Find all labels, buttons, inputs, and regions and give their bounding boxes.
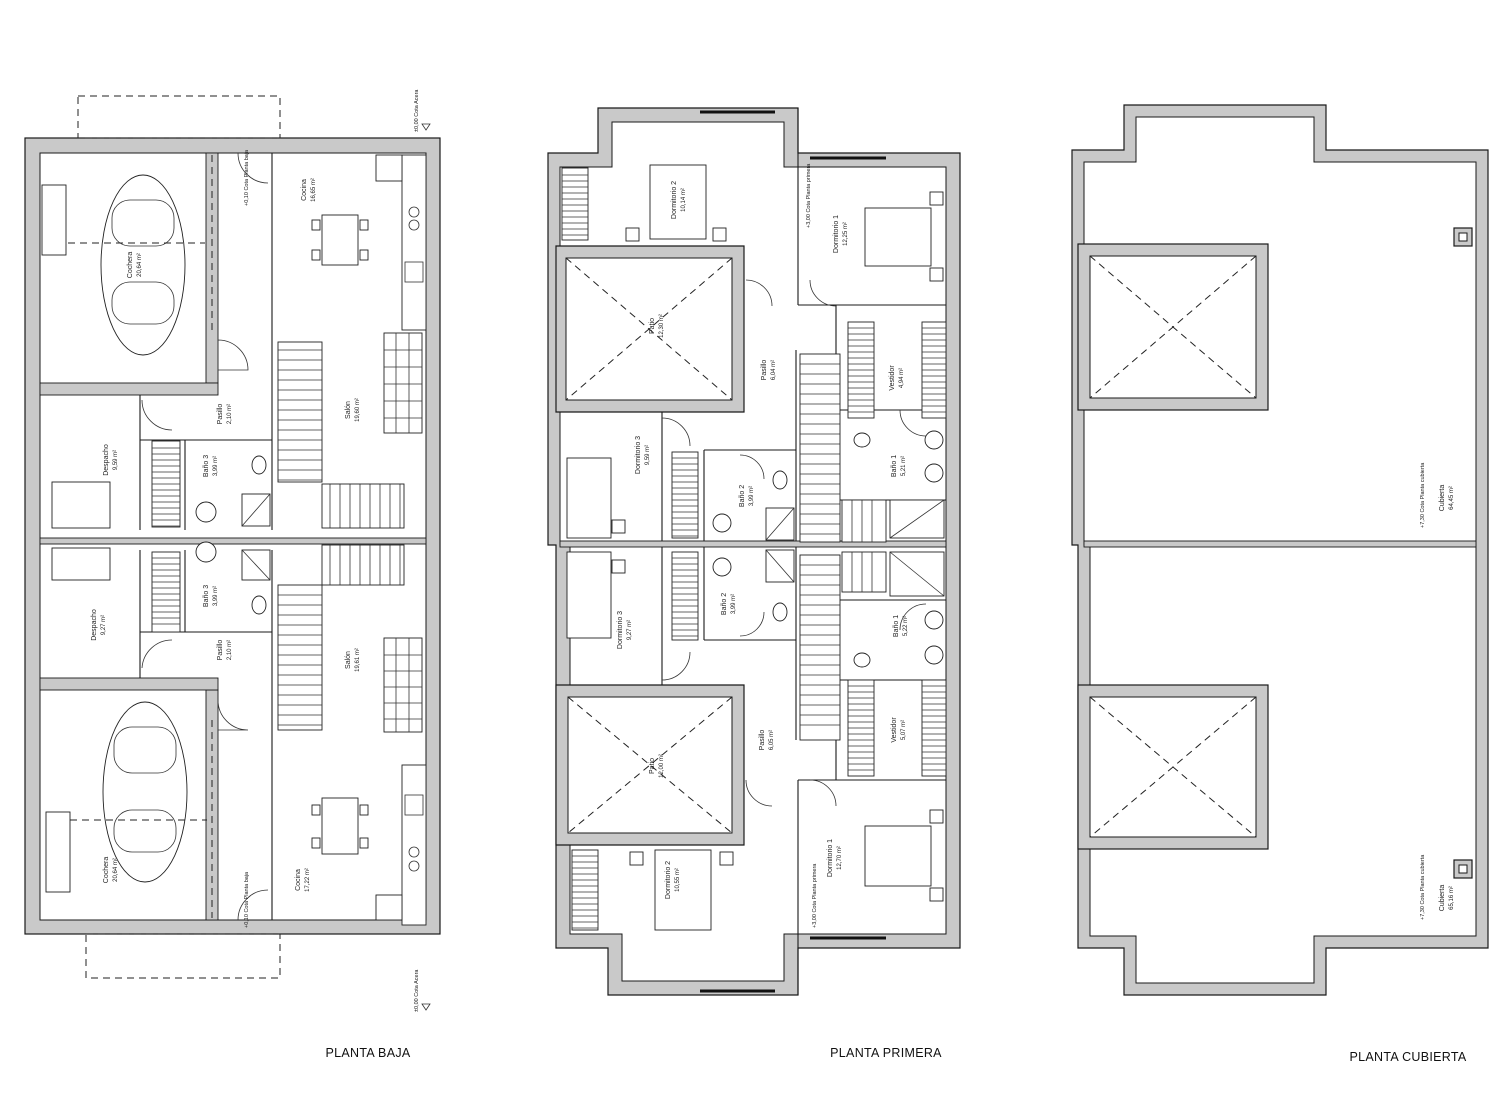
room-name: Patio [649,318,656,334]
room-name: Pasillo [761,360,768,381]
room-name: Vestidor [889,365,896,391]
room-area: 12,30 m² [659,314,665,338]
room-name: Pasillo [759,730,766,751]
room-name: Dormitorio 1 [827,839,834,877]
room-name: Vestidor [891,717,898,743]
room-area: 6,05 m² [769,730,775,750]
room-name: Despacho [103,444,110,476]
level-mark: +3,00 Cota Planta primera [812,863,818,928]
room-name: Baño 3 [203,455,210,477]
room-area: 9,59 m² [113,450,119,470]
room-name: Dormitorio 3 [617,611,624,649]
first-room-labels: Dormitorio 2 10,14 m² Dormitorio 1 12,25… [617,163,909,928]
room-name: Salón [345,401,352,419]
room-area: 3,99 m² [731,594,737,614]
level-mark: +7,30 Cota Planta cubierta [1420,462,1426,528]
roof-labels: Cubierta 64,45 m² Cubierta 65,16 m² +7,3… [1420,462,1455,920]
level-mark: +0,10 Cota Planta baja [244,149,250,206]
room-area: 12,00 m² [659,754,665,778]
room-area: 5,22 m² [903,616,909,636]
room-name: Baño 1 [891,455,898,477]
room-name: Baño 2 [739,485,746,507]
room-name: Cochera [127,252,134,279]
room-name: Baño 1 [893,615,900,637]
room-name: Dormitorio 1 [833,215,840,253]
room-area: 5,07 m² [901,720,907,740]
car-icon [68,174,205,356]
level-mark: ±0,00 Cota Acera [414,969,420,1012]
room-area: 2,10 m² [227,640,233,660]
room-area: 19,60 m² [355,398,361,422]
level-mark: +0,10 Cota Planta baja [244,871,250,928]
roof-plan-title: PLANTA CUBIERTA [1349,1050,1466,1064]
room-area: 12,25 m² [843,222,849,246]
room-area: 9,27 m² [101,615,107,635]
room-name: Cochera [103,857,110,884]
room-name: Pasillo [217,404,224,425]
room-area: 5,21 m² [901,456,907,476]
room-area: 65,16 m² [1449,886,1455,910]
roof-plan [1071,104,1489,996]
room-area: 10,55 m² [675,868,681,892]
first-floor-title: PLANTA PRIMERA [830,1046,942,1060]
room-area: 16,65 m² [311,178,317,202]
room-area: 3,99 m² [749,486,755,506]
room-area: 4,94 m² [899,368,905,388]
room-name: Baño 3 [203,585,210,607]
ground-floor-plan [24,95,441,979]
room-name: Cocina [295,869,302,891]
level-mark: +7,30 Cota Planta cubierta [1420,854,1426,920]
room-area: 2,10 m² [227,404,233,424]
room-name: Cubierta [1439,485,1446,512]
level-mark: +3,00 Cota Planta primera [806,163,812,228]
ground-room-labels: Cochera 20,64 m² Cocina 16,65 m² Salón 1… [91,89,431,1012]
room-area: 20,64 m² [137,253,143,277]
room-name: Salón [345,651,352,669]
room-area: 10,14 m² [681,188,687,212]
room-name: Cocina [301,179,308,201]
room-name: Pasillo [217,640,224,661]
room-name: Dormitorio 2 [665,861,672,899]
ground-floor-title: PLANTA BAJA [325,1046,410,1060]
car-icon [70,701,207,883]
room-area: 6,04 m² [771,360,777,380]
room-name: Patio [649,758,656,774]
first-floor-plan [547,107,961,996]
room-area: 64,45 m² [1449,486,1455,510]
level-mark: ±0,00 Cota Acera [414,89,420,132]
room-area: 3,99 m² [213,586,219,606]
room-area: 20,64 m² [113,858,119,882]
room-area: 17,22 m² [305,868,311,892]
room-name: Cubierta [1439,885,1446,912]
room-name: Dormitorio 3 [635,436,642,474]
room-area: 12,70 m² [837,846,843,870]
room-area: 19,61 m² [355,648,361,672]
room-area: 3,99 m² [213,456,219,476]
room-area: 9,27 m² [627,620,633,640]
room-name: Baño 2 [721,593,728,615]
room-area: 9,59 m² [645,445,651,465]
room-name: Dormitorio 2 [671,181,678,219]
room-name: Despacho [91,609,98,641]
